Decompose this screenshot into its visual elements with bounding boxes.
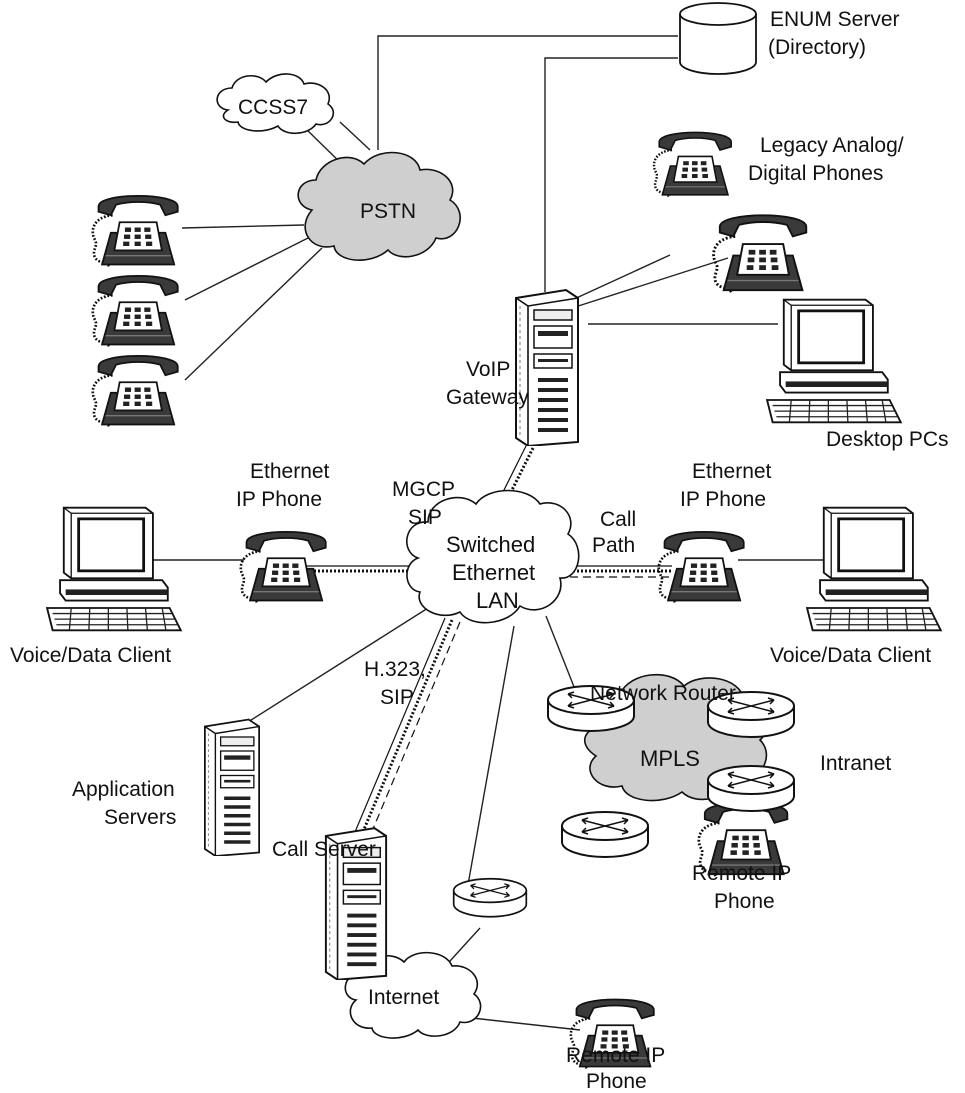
enum-server-label-2: (Directory) <box>768 36 866 59</box>
ccss7-label: CCSS7 <box>238 96 308 119</box>
telephone-icon <box>652 131 733 198</box>
voice-data-client-left-label: Voice/Data Client <box>10 644 171 667</box>
router-icon <box>452 877 528 918</box>
enum-server-label-1: ENUM Server <box>770 8 900 31</box>
ethernet-ip-phone-left-label-2: IP Phone <box>236 488 322 511</box>
telephone-icon <box>239 530 328 604</box>
connection-lines <box>152 35 826 1031</box>
voip-gateway-label-1: VoIP <box>466 358 510 381</box>
legacy-phones-label-2: Digital Phones <box>748 162 883 185</box>
desktop-pc-icon <box>45 506 183 632</box>
h323-sip-label-1: H.323, <box>364 658 426 681</box>
ccss7-cloud-icon <box>216 73 334 135</box>
call-server-label: Call Server <box>272 838 376 861</box>
mgcp-sip-label-2: SIP <box>408 506 442 529</box>
mgcp-sip-label-1: MGCP <box>392 478 455 501</box>
lan-cloud-icon <box>406 489 580 624</box>
switched-lan-label-2: Ethernet <box>452 560 535 585</box>
network-router-label: Network Router <box>590 682 736 705</box>
database-cylinder-icon <box>679 2 757 75</box>
desktop-pc-icon <box>805 506 943 632</box>
call-path-label-2: Path <box>592 534 635 557</box>
telephone-icon <box>91 194 180 268</box>
voip-gateway-label-2: Gateway <box>446 386 529 409</box>
server-tower-icon <box>514 288 580 446</box>
remote-ip-phone-mpls-label-1: Remote IP <box>692 862 791 885</box>
application-servers-label-1: Application <box>72 778 175 801</box>
application-servers-label-2: Servers <box>104 806 176 829</box>
intranet-label: Intranet <box>820 752 891 775</box>
legacy-phones-label-1: Legacy Analog/ <box>760 134 904 157</box>
ethernet-ip-phone-right-label-1: Ethernet <box>692 460 772 483</box>
pstn-label: PSTN <box>360 200 416 223</box>
switched-lan-label-1: Switched <box>446 532 535 557</box>
telephone-icon <box>657 530 746 604</box>
remote-ip-phone-internet-label-2: Phone <box>586 1070 647 1093</box>
remote-ip-phone-mpls-label-2: Phone <box>714 890 775 913</box>
voice-data-client-right-label: Voice/Data Client <box>770 644 931 667</box>
mpls-label: MPLS <box>640 746 700 771</box>
telephone-icon <box>91 354 180 428</box>
h323-sip-label-2: SIP <box>380 686 414 709</box>
desktop-pc-icon <box>765 298 903 424</box>
telephone-icon <box>712 213 808 294</box>
internet-label: Internet <box>368 986 439 1009</box>
router-icon <box>707 765 795 812</box>
router-icon <box>561 811 649 858</box>
remote-ip-phone-internet-label-1: Remote IP <box>566 1044 665 1067</box>
server-tower-icon <box>203 718 261 856</box>
call-path-label-1: Call <box>600 508 636 531</box>
switched-lan-label-3: LAN <box>476 588 519 613</box>
telephone-icon <box>91 274 180 348</box>
ethernet-ip-phone-left-label-1: Ethernet <box>250 460 330 483</box>
pstn-cloud-icon <box>297 151 461 261</box>
ethernet-ip-phone-right-label-2: IP Phone <box>680 488 766 511</box>
desktop-pcs-label: Desktop PCs <box>826 428 949 451</box>
